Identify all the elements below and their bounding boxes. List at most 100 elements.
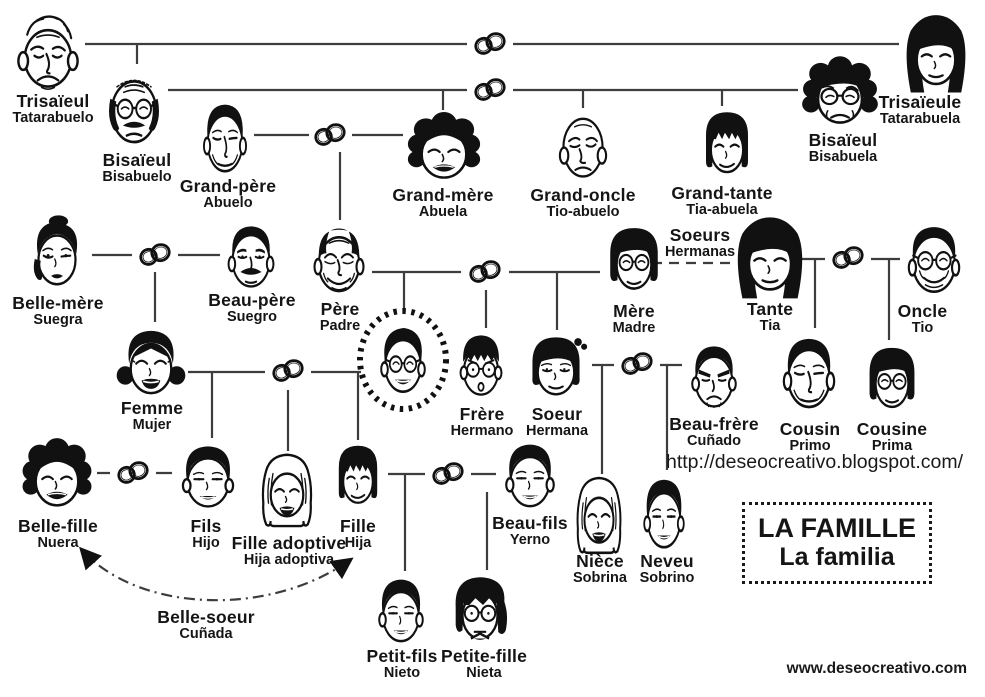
rings-icon (467, 258, 503, 285)
person-name-fr: Grand-oncle (530, 185, 636, 205)
rings-icon (472, 76, 508, 103)
person-name-es: Nieto (383, 664, 421, 681)
label-beau-fils: Beau-fils Yerno (455, 514, 605, 549)
label-petite-fille: Petite-fille Nieta (409, 647, 559, 682)
relation-es: Cuñada (179, 625, 233, 642)
person-name-fr: Cousin (779, 419, 841, 439)
face-frere-icon (459, 334, 503, 396)
label-pere: Père Padre (265, 300, 415, 335)
person-name-es: Hija adoptiva (243, 551, 335, 568)
label-fille: Fille Hija (283, 517, 433, 552)
person-name-es: Nuera (37, 534, 79, 551)
label-niece: Nièce Sobrina (530, 552, 670, 587)
face-cousine-icon (868, 346, 916, 409)
person-name-fr: Bisaïeul (102, 150, 172, 170)
label-trisaieul: Trisaïeul Tatarabuelo (0, 92, 106, 127)
portrait-faces (17, 13, 967, 643)
person-name-fr: Grand-mère (392, 185, 494, 205)
label-bisaieule: Bisaïeul Bisabuela (768, 131, 918, 166)
label-belle-mere: Belle-mère Suegra (0, 294, 116, 329)
label-tante: Tante Tia (695, 300, 845, 335)
person-name-fr: Fils (190, 516, 222, 536)
rings-icon (137, 241, 173, 268)
face-neveu-icon (642, 478, 686, 549)
person-name-fr: Beau-fils (492, 513, 568, 533)
person-name-fr: Soeur (531, 404, 583, 424)
person-name-es: Suegro (227, 308, 277, 325)
person-name-fr: Grand-tante (671, 183, 773, 203)
relation-fr: Soeurs (669, 225, 731, 245)
label-trisaieule: Trisaïeule Tatarabuela (855, 93, 985, 128)
rings-icon (619, 350, 655, 377)
person-name-fr: Bisaïeul (808, 130, 878, 150)
face-beau-pere-icon (227, 225, 275, 288)
rings-icon (472, 30, 508, 57)
person-name-es: Nieta (466, 664, 502, 681)
label-beau-pere: Beau-père Suegro (177, 291, 327, 326)
face-bisaieul-icon (107, 79, 161, 144)
person-name-es: Prima (871, 437, 913, 454)
label-sister-in-law-relation: Belle-soeur Cuñada (131, 608, 281, 643)
label-grand-pere: Grand-père Abuelo (153, 177, 303, 212)
person-name-fr: Tante (746, 299, 794, 319)
face-beau-fils-icon (505, 443, 555, 508)
person-name-es: Hijo (192, 534, 220, 551)
person-name-es: Bisabuelo (102, 168, 172, 185)
title-box: LA FAMILLE La familia (742, 502, 932, 584)
rings-icon (830, 244, 866, 271)
face-pere-icon (313, 227, 365, 293)
face-fille-adoptive-icon (261, 453, 313, 528)
person-name-es: Cuñado (687, 432, 741, 449)
person-name-es: Sobrina (573, 569, 627, 586)
face-femme-icon (115, 329, 187, 395)
person-name-es: Tio (911, 319, 934, 336)
face-oncle-icon (907, 225, 961, 293)
person-name-es: Tia (759, 317, 781, 334)
label-sisters-relation: Soeurs Hermanas (625, 226, 775, 261)
website-url-text: www.deseocreativo.com (786, 660, 967, 677)
person-name-fr: Trisaïeule (878, 92, 962, 112)
relation-es: Hermanas (664, 243, 736, 260)
face-cousin-icon (782, 337, 836, 409)
label-belle-fille: Belle-fille Nuera (0, 517, 116, 552)
person-name-es: Hermano (450, 422, 514, 439)
person-name-es: Yerno (509, 531, 551, 548)
person-name-fr: Trisaïeul (16, 91, 90, 111)
label-femme: Femme Mujer (77, 399, 227, 434)
person-name-fr: Cousine (856, 419, 928, 439)
person-name-fr: Frère (459, 404, 505, 424)
person-name-fr: Grand-père (179, 176, 277, 196)
label-neveu: Neveu Sobrino (597, 552, 737, 587)
face-fille-icon (337, 444, 379, 504)
person-name-es: Mujer (132, 416, 172, 433)
rings-icon (312, 121, 348, 148)
person-name-es: Tia-abuela (686, 201, 758, 218)
person-name-es: Abuelo (203, 194, 253, 211)
person-name-fr: Nièce (576, 551, 624, 571)
person-name-es: Primo (789, 437, 831, 454)
person-name-es: Suegra (33, 311, 83, 328)
person-name-es: Tatarabuela (879, 110, 961, 127)
label-frere: Frère Hermano (407, 405, 557, 440)
face-trisaieul-icon (17, 15, 79, 91)
relation-fr: Belle-soeur (157, 607, 255, 627)
label-beau-frere: Beau-frère Cuñado (639, 415, 789, 450)
label-fils: Fils Hijo (131, 517, 281, 552)
page-title-fr: LA FAMILLE (758, 513, 916, 544)
person-name-es: Madre (612, 319, 656, 336)
person-name-es: Padre (319, 317, 361, 334)
person-name-fr: Petit-fils (366, 646, 438, 666)
person-name-fr: Petite-fille (440, 646, 528, 666)
label-cousin: Cousin Primo (735, 420, 885, 455)
face-fils-icon (181, 445, 235, 508)
person-name-fr: Femme (120, 398, 184, 418)
label-cousine: Cousine Prima (817, 420, 967, 455)
label-mere: Mère Madre (559, 302, 709, 337)
person-name-fr: Fille adoptive (231, 533, 347, 553)
label-grand-oncle: Grand-oncle Tio-abuelo (508, 186, 658, 221)
face-belle-fille-icon (21, 436, 93, 507)
person-name-fr: Père (320, 299, 360, 319)
rings-icon (270, 357, 306, 384)
